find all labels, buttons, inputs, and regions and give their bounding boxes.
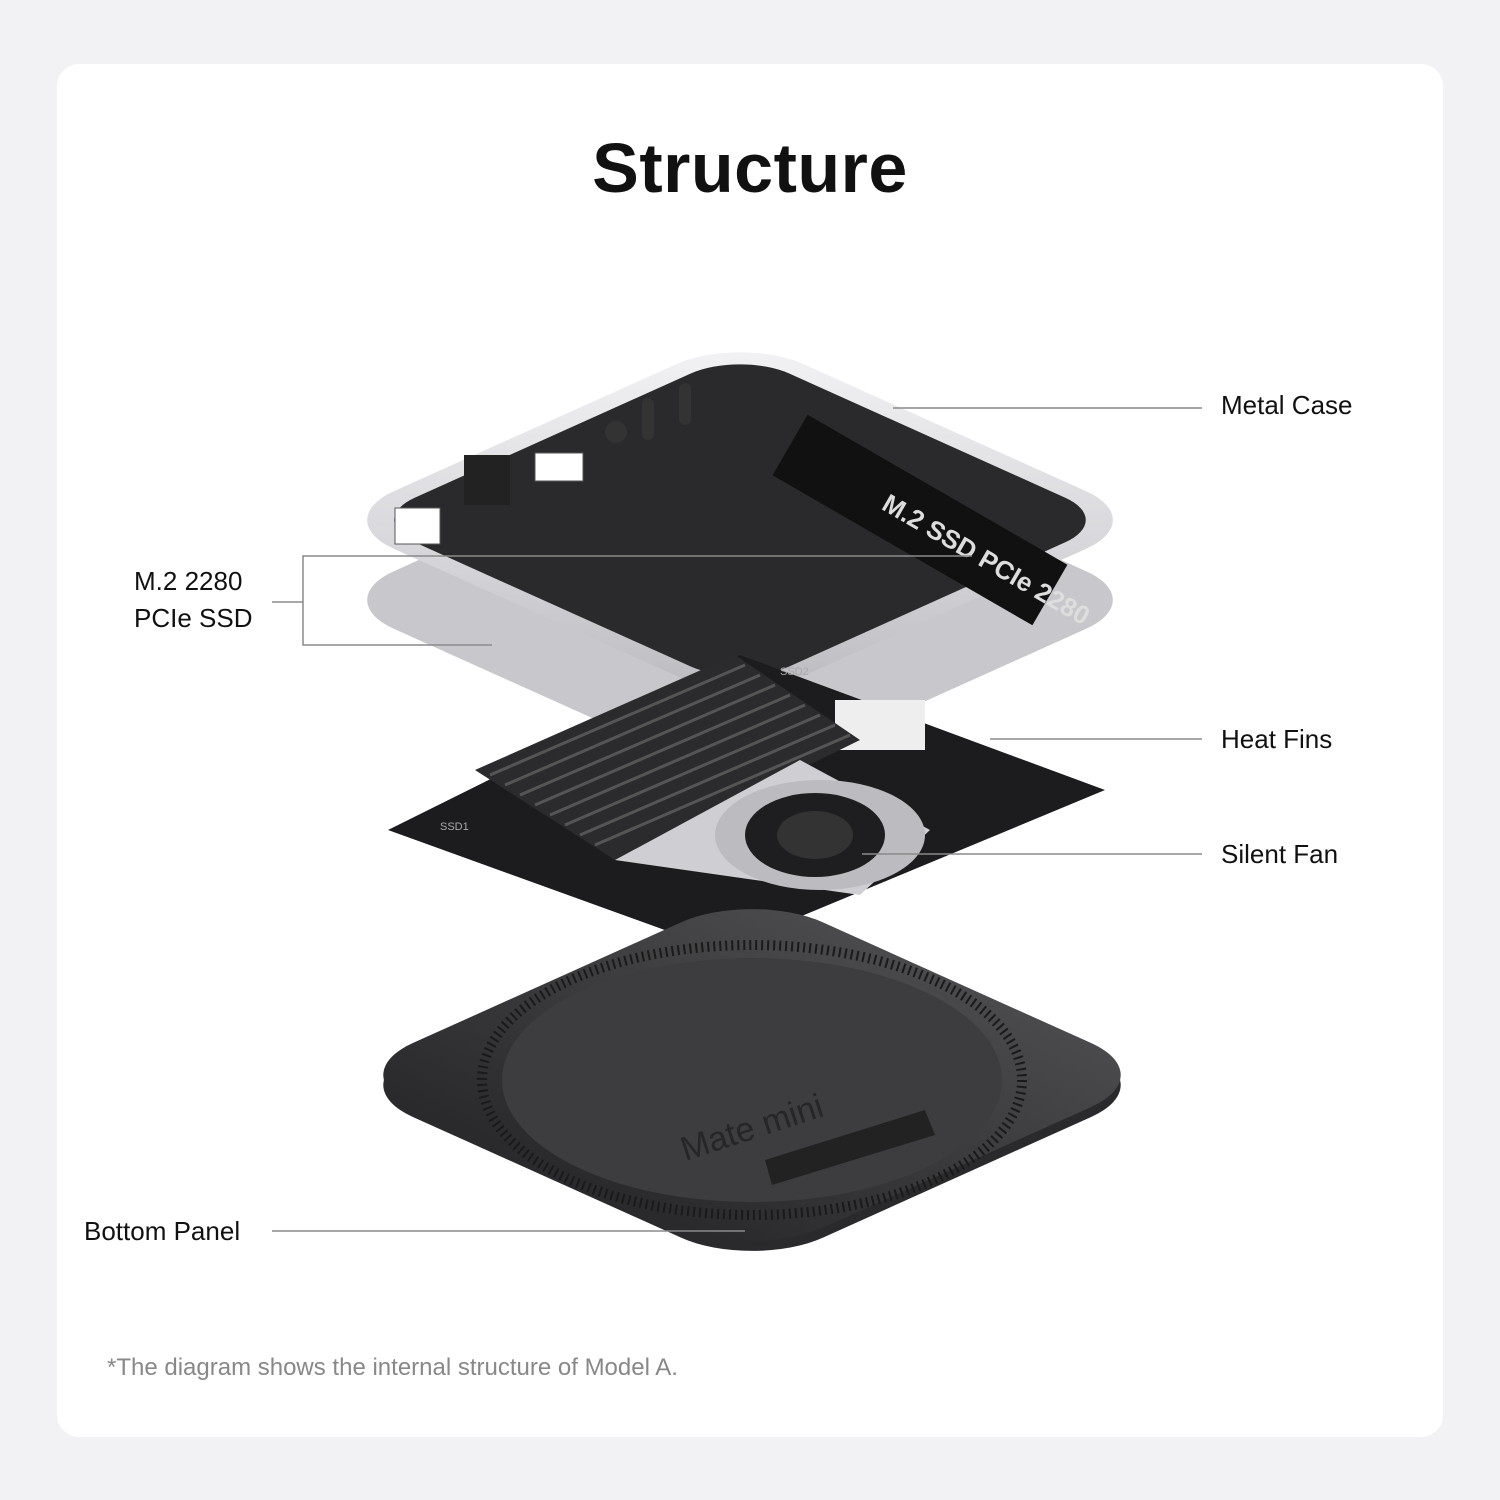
usb-c-port [679,383,691,425]
label-metal-case: Metal Case [1221,390,1353,420]
metal-case [367,352,1113,768]
usb-port [534,452,584,482]
footnote: *The diagram shows the internal structur… [107,1354,678,1381]
label-heat-fins: Heat Fins [1221,724,1333,754]
ethernet-port [464,455,510,505]
page-title: Structure [592,129,908,207]
svg-text:SSD2: SSD2 [780,666,809,678]
usb-port [394,507,441,545]
bottom-panel: Mate mini [383,909,1121,1251]
svg-text:SSD1: SSD1 [440,821,469,833]
label-bottom-panel: Bottom Panel [84,1216,241,1246]
audio-jack [605,421,627,443]
label-ssd-line1: M.2 2280 [134,566,243,596]
label-silent-fan: Silent Fan [1221,839,1339,869]
ssd-bracket [302,555,972,646]
leader-lines [272,407,1202,1232]
label-ssd-line2: PCIe SSD [134,603,253,633]
silent-fan [715,780,925,890]
usb-c-port [642,398,654,440]
